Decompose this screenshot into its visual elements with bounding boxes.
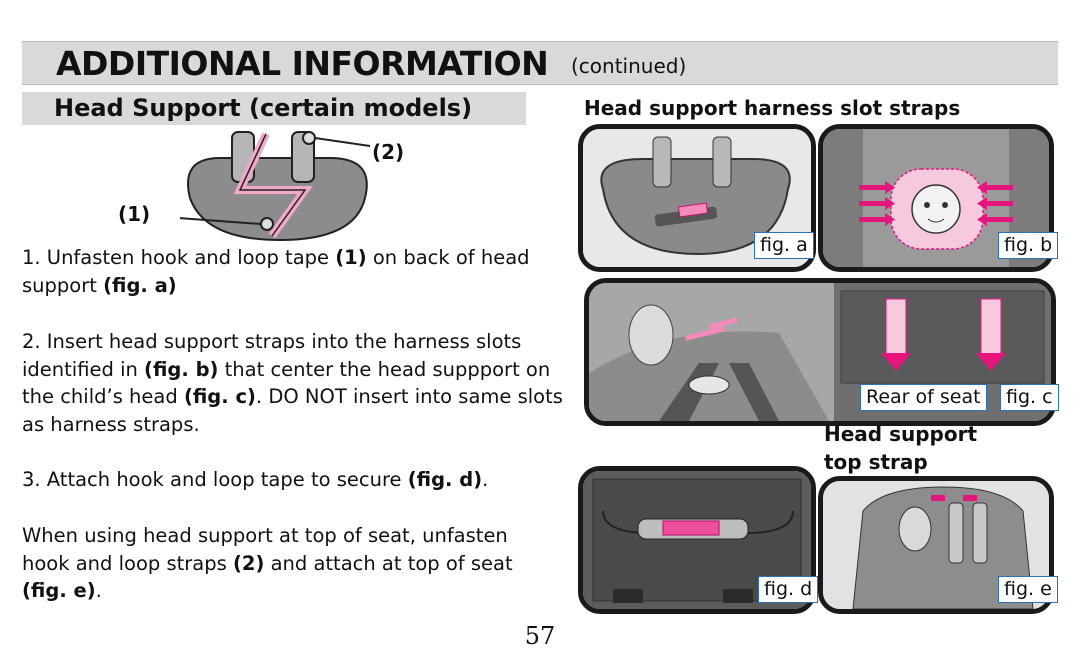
top-strap-heading-line-2: top strap <box>824 450 928 474</box>
continued-label: (continued) <box>571 54 687 78</box>
step-3: 3. Attach hook and loop tape to secure (… <box>22 468 489 491</box>
fig-d-label: fig. d <box>758 576 819 603</box>
callout-2: (2) <box>372 140 405 164</box>
top-strap-heading-line-1: Head support <box>824 422 978 446</box>
figure-e-photo <box>818 476 1054 614</box>
callout-1: (1) <box>118 202 151 226</box>
harness-slot-heading: Head support harness slot straps <box>584 96 961 120</box>
step-2: 2. Insert head support straps into the h… <box>22 330 563 436</box>
section-banner: ADDITIONAL INFORMATION (continued) <box>22 41 1058 85</box>
page-title: ADDITIONAL INFORMATION <box>56 44 549 83</box>
fig-a-label: fig. a <box>754 232 814 259</box>
top-of-seat-note: When using head support at top of seat, … <box>22 524 513 602</box>
page-number: 57 <box>524 622 556 650</box>
fig-e-label: fig. e <box>998 576 1058 603</box>
head-support-diagram <box>180 131 371 242</box>
step-1: 1. Unfasten hook and loop tape (1) on ba… <box>22 246 530 297</box>
fig-c-label: fig. c <box>1000 384 1059 411</box>
fig-b-label: fig. b <box>998 232 1059 259</box>
subsection-banner: Head Support (certain models) <box>22 92 526 125</box>
subsection-title: Head Support (certain models) <box>54 94 473 122</box>
rear-of-seat-label: Rear of seat <box>860 384 987 411</box>
